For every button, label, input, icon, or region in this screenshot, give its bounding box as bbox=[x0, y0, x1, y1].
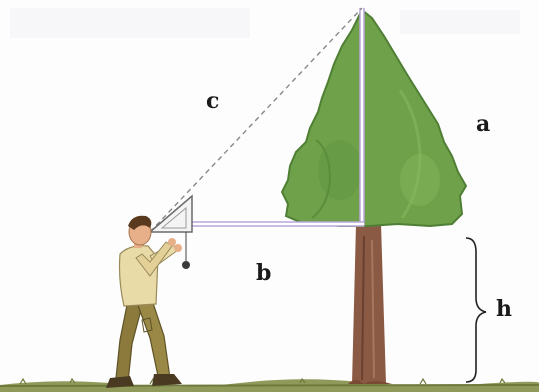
label-b: b bbox=[256, 260, 272, 286]
background-smudge bbox=[10, 8, 250, 38]
set-square-clinometer-icon bbox=[147, 194, 193, 269]
background-smudge-right bbox=[400, 10, 520, 34]
side-a-line bbox=[359, 8, 365, 226]
label-h: h bbox=[496, 296, 512, 322]
tree-trunk bbox=[348, 224, 392, 384]
ground bbox=[0, 377, 539, 392]
curly-brace-icon bbox=[465, 237, 487, 383]
side-b-line bbox=[186, 221, 364, 227]
surveyor-figure-icon bbox=[106, 215, 182, 388]
label-c: c bbox=[206, 88, 220, 114]
label-a: a bbox=[476, 111, 491, 137]
sight-line-c bbox=[149, 7, 363, 233]
